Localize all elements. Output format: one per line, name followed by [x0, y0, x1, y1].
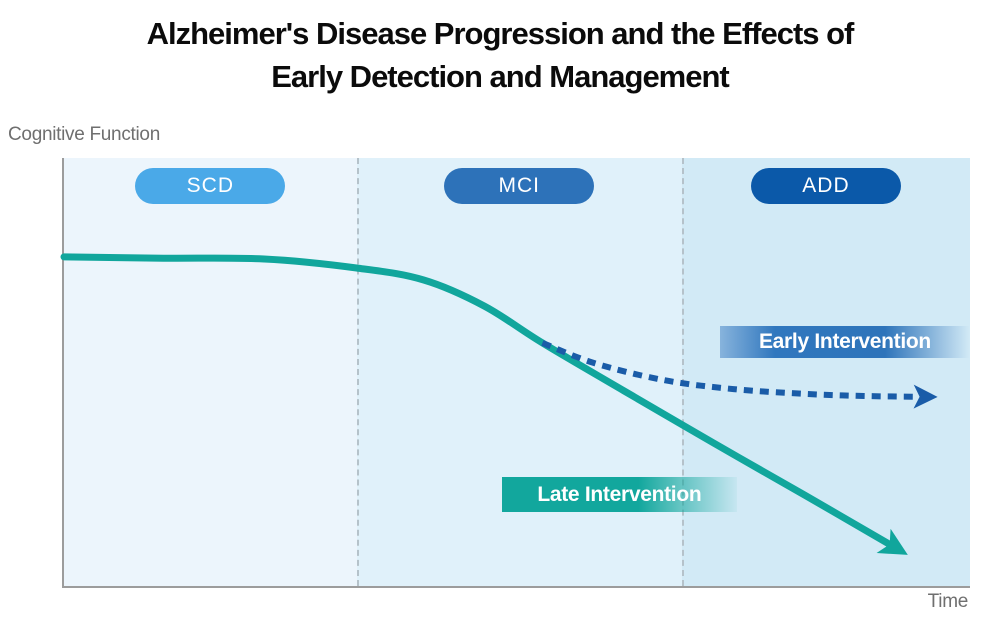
stage-bands: SCD MCI ADD: [64, 158, 970, 586]
curves-canvas: [60, 253, 938, 555]
stage-band-add: [681, 158, 970, 586]
y-axis-label: Cognitive Function: [8, 124, 160, 145]
stage-pill-add: ADD: [750, 168, 901, 204]
series-late-intervention: [60, 253, 908, 555]
stage-pill-scd: SCD: [135, 168, 286, 204]
stage-band-scd: [64, 158, 357, 586]
stage-divider: [356, 158, 359, 586]
stage-divider: [681, 158, 684, 586]
plot-area: SCD MCI ADD Early Intervention Late Interv…: [60, 158, 970, 588]
series-early-intervention: [541, 340, 938, 409]
chart-title-line1: Alzheimer's Disease Progression and the …: [146, 16, 855, 51]
stage-band-mci: [356, 158, 682, 586]
chart-title: Alzheimer's Disease Progression and the …: [0, 12, 1000, 98]
early-intervention-label: Early Intervention: [719, 326, 970, 359]
chart-title-line2: Early Detection and Management: [271, 59, 730, 94]
x-axis-label: Time: [927, 591, 969, 612]
late-intervention-label: Late Intervention: [501, 477, 738, 513]
stage-pill-mci: MCI: [444, 168, 595, 204]
